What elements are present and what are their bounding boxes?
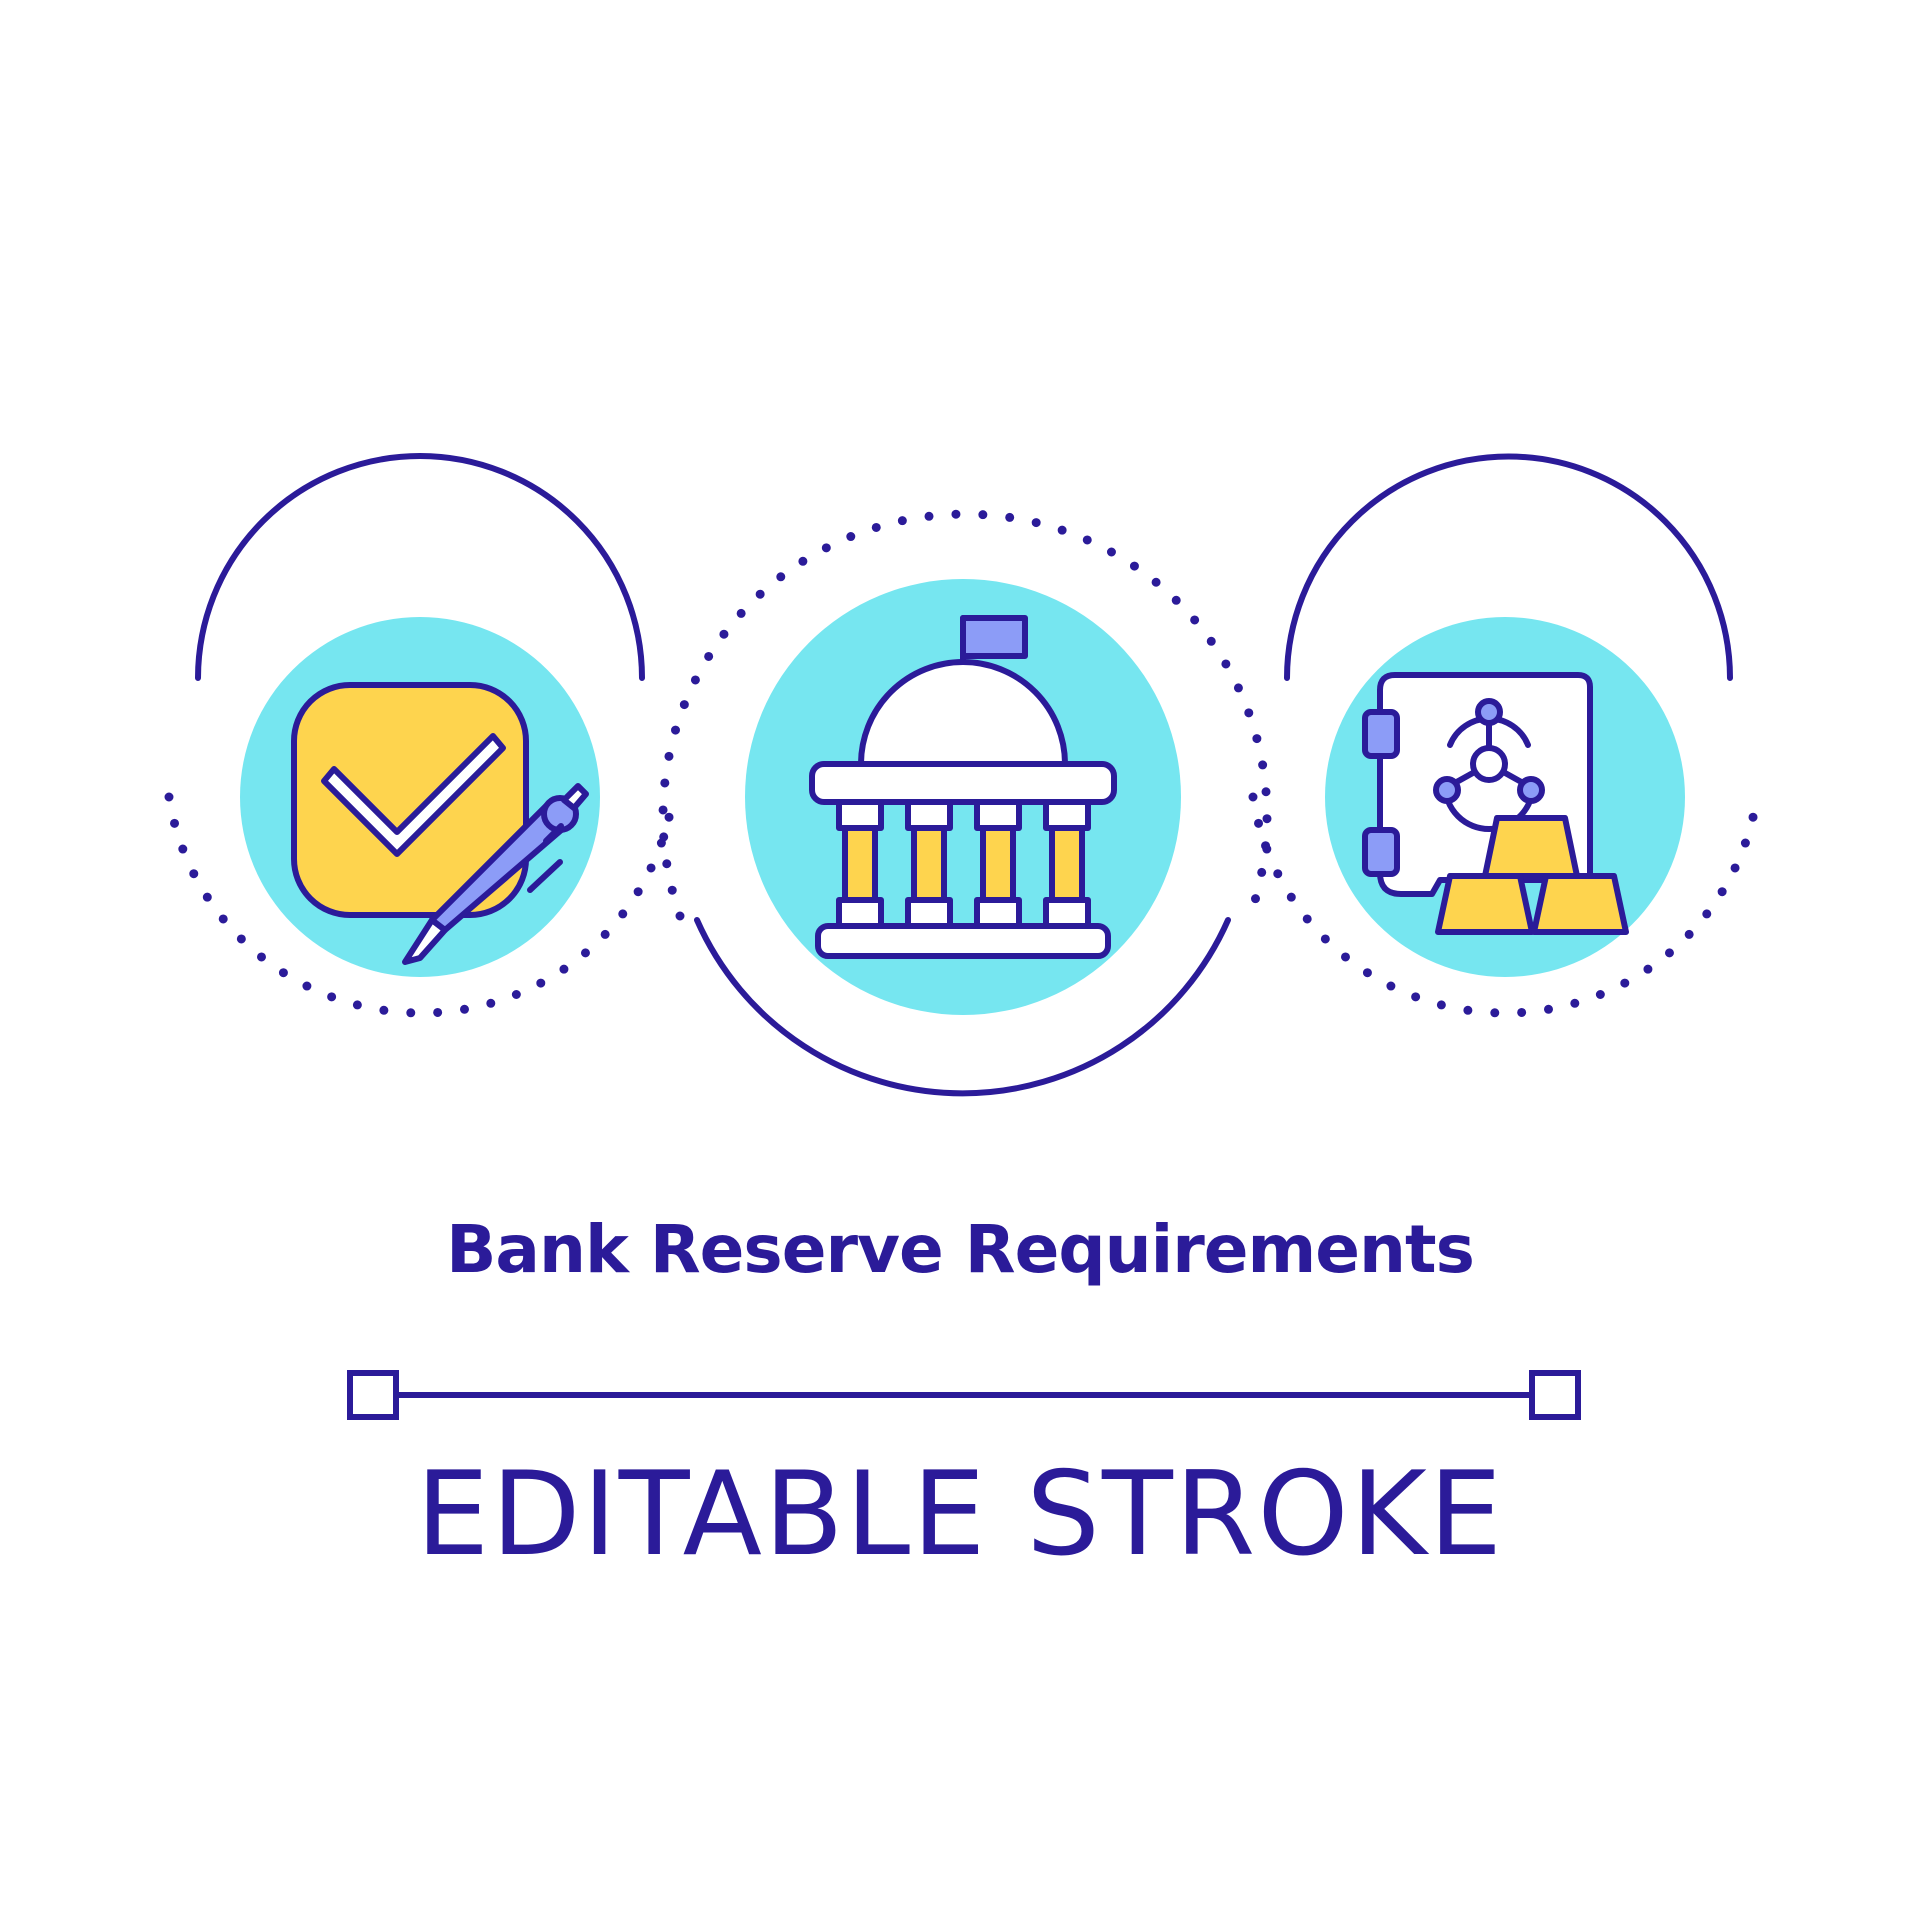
center-dotted-arc xyxy=(658,509,1272,921)
right-decor xyxy=(1248,453,1762,1018)
dial-icon xyxy=(1433,698,1545,832)
roof-beam xyxy=(809,761,1117,805)
divider-handle-right xyxy=(1529,1370,1581,1420)
gold-bars xyxy=(1435,815,1629,935)
right-solid-arc xyxy=(1284,453,1733,681)
left-solid-arc xyxy=(195,453,645,681)
bank-building-icon xyxy=(809,615,1117,959)
checkmark xyxy=(321,733,506,857)
page-title: Bank Reserve Requirements xyxy=(446,1211,1475,1288)
left-decor xyxy=(164,453,678,1018)
columns xyxy=(836,799,1091,929)
hinge-bottom xyxy=(1362,827,1400,877)
editable-stroke-caption: EDITABLE STROKE xyxy=(415,1447,1505,1582)
base-beam xyxy=(815,923,1111,959)
center-decor xyxy=(658,509,1272,1097)
flag xyxy=(960,615,1028,659)
checkbox-square xyxy=(291,682,529,918)
left-dotted-arc xyxy=(164,792,678,1018)
dome xyxy=(858,659,1068,767)
divider-handle-left xyxy=(347,1370,399,1420)
checkbox-pen-icon xyxy=(291,682,589,965)
center-solid-arc xyxy=(694,917,1231,1097)
right-dotted-arc xyxy=(1248,792,1762,1018)
hinge-top xyxy=(1362,709,1400,759)
safe-gold-icon xyxy=(1362,672,1629,935)
stroke-divider xyxy=(347,1370,1581,1420)
pen-icon xyxy=(402,783,589,965)
